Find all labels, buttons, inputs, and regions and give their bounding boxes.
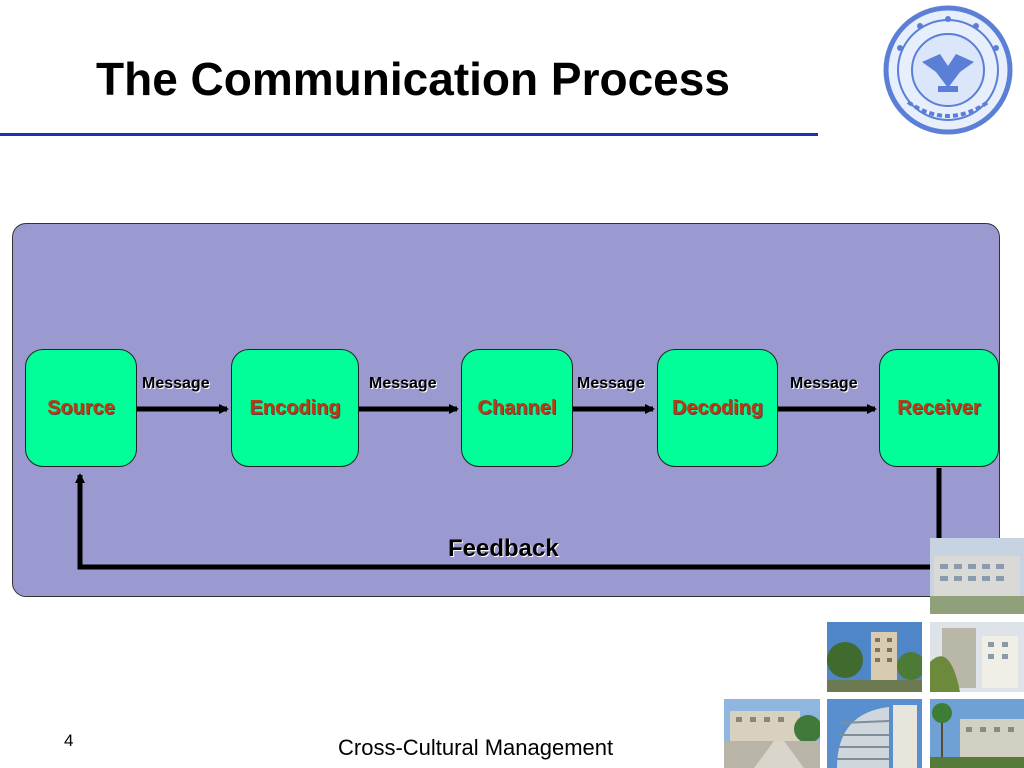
page-number: 4: [64, 731, 74, 750]
node-label: Channel: [477, 396, 557, 419]
feedback-label: Feedback: [448, 535, 559, 562]
node-source: Source: [25, 349, 137, 467]
edge-label-message: Message: [142, 375, 210, 392]
node-label: Encoding: [249, 396, 341, 419]
node-label: Source: [47, 396, 115, 419]
edge-label-message: Message: [790, 375, 858, 392]
title-underline: [0, 133, 818, 136]
slide-title: The Communication Process: [96, 53, 730, 105]
edge-label-message: Message: [369, 375, 437, 392]
campus-photo: [930, 699, 1024, 768]
node-channel: Channel: [461, 349, 573, 467]
node-encoding: Encoding: [231, 349, 359, 467]
university-seal-icon: [883, 5, 1013, 135]
node-label: Receiver: [897, 396, 981, 419]
node-label: Decoding: [671, 396, 764, 419]
campus-photo: [930, 622, 1024, 692]
campus-photo: [827, 699, 922, 768]
node-receiver: Receiver: [879, 349, 999, 467]
node-decoding: Decoding: [657, 349, 778, 467]
campus-photo: [930, 538, 1024, 614]
campus-photo: [724, 699, 820, 768]
edge-label-message: Message: [577, 375, 645, 392]
footer-text: Cross-Cultural Management: [338, 735, 614, 760]
campus-photo: [827, 622, 922, 692]
